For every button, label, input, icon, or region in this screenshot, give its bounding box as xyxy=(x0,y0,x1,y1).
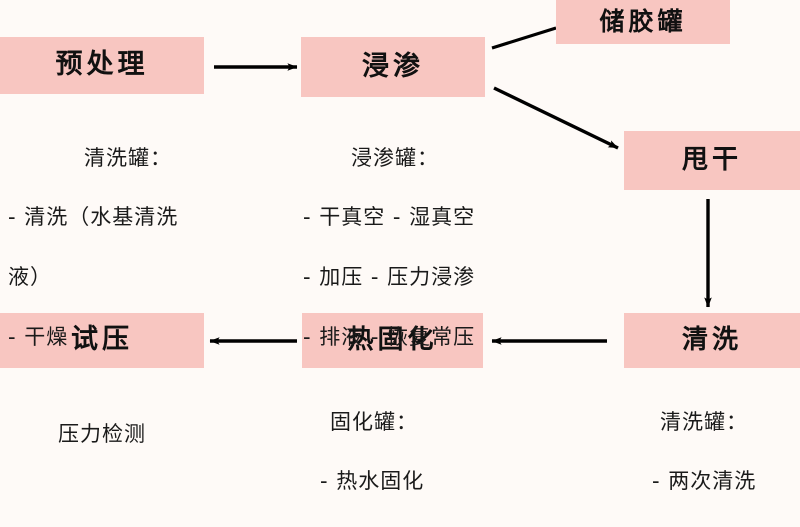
caption-clean-line-0: - 两次清洗 xyxy=(652,469,757,494)
node-clean-label: 清洗 xyxy=(681,324,742,355)
caption-impregnate-line-2: - 排液 - 恢复常压 xyxy=(303,324,476,349)
node-impregnate-label: 浸渗 xyxy=(362,50,424,82)
node-spin-dry-label: 甩干 xyxy=(681,144,742,175)
node-spin-dry[interactable]: 甩干 xyxy=(624,131,800,190)
node-pretreat-label: 预处理 xyxy=(55,49,149,80)
caption-thermal-cure: 固化罐： - 热水固化 xyxy=(300,378,500,527)
caption-clean-title: 清洗罐： xyxy=(660,409,748,434)
node-pressure-test-label: 试压 xyxy=(71,324,133,355)
node-thermal-cure-label: 热固化 xyxy=(347,324,438,355)
caption-pressure-test: 压力检测 xyxy=(0,390,204,479)
caption-clean: 清洗罐： - 两次清洗 xyxy=(630,378,800,527)
node-thermal-cure[interactable]: 热固化 xyxy=(302,313,483,368)
caption-pretreat-line-1: 液） xyxy=(8,265,52,290)
caption-pretreat: 清洗罐： - 清洗（水基清洗 液） - 干燥 xyxy=(8,114,248,382)
node-pretreat[interactable]: 预处理 xyxy=(0,37,204,94)
node-glue-tank[interactable]: 储胶罐 xyxy=(556,0,730,44)
caption-pretreat-line-2: - 干燥 xyxy=(8,324,69,349)
caption-impregnate: 浸渗罐： - 干真空 - 湿真空 - 加压 - 压力浸渗 - 排液 - 恢复常压 xyxy=(303,114,573,382)
caption-pretreat-title: 清洗罐： xyxy=(84,145,172,170)
caption-thermal-cure-title: 固化罐： xyxy=(330,409,418,434)
node-glue-tank-label: 储胶罐 xyxy=(599,6,687,36)
caption-impregnate-line-1: - 加压 - 压力浸渗 xyxy=(303,265,476,290)
node-clean[interactable]: 清洗 xyxy=(624,313,800,368)
caption-impregnate-line-0: - 干真空 - 湿真空 xyxy=(303,205,476,230)
node-impregnate[interactable]: 浸渗 xyxy=(301,37,485,97)
caption-thermal-cure-line-0: - 热水固化 xyxy=(320,469,425,494)
caption-pretreat-line-0: - 清洗（水基清洗 xyxy=(8,205,179,230)
node-pressure-test[interactable]: 试压 xyxy=(0,313,204,368)
caption-impregnate-title: 浸渗罐： xyxy=(351,145,439,170)
flowchart-canvas: 预处理 浸渗 储胶罐 甩干 清洗 热固化 试压 清洗罐： - 清洗（水基清洗 液… xyxy=(0,0,800,493)
line-glue-tank-to-impregnate xyxy=(491,26,557,50)
caption-pressure-test-title: 压力检测 xyxy=(58,421,146,446)
